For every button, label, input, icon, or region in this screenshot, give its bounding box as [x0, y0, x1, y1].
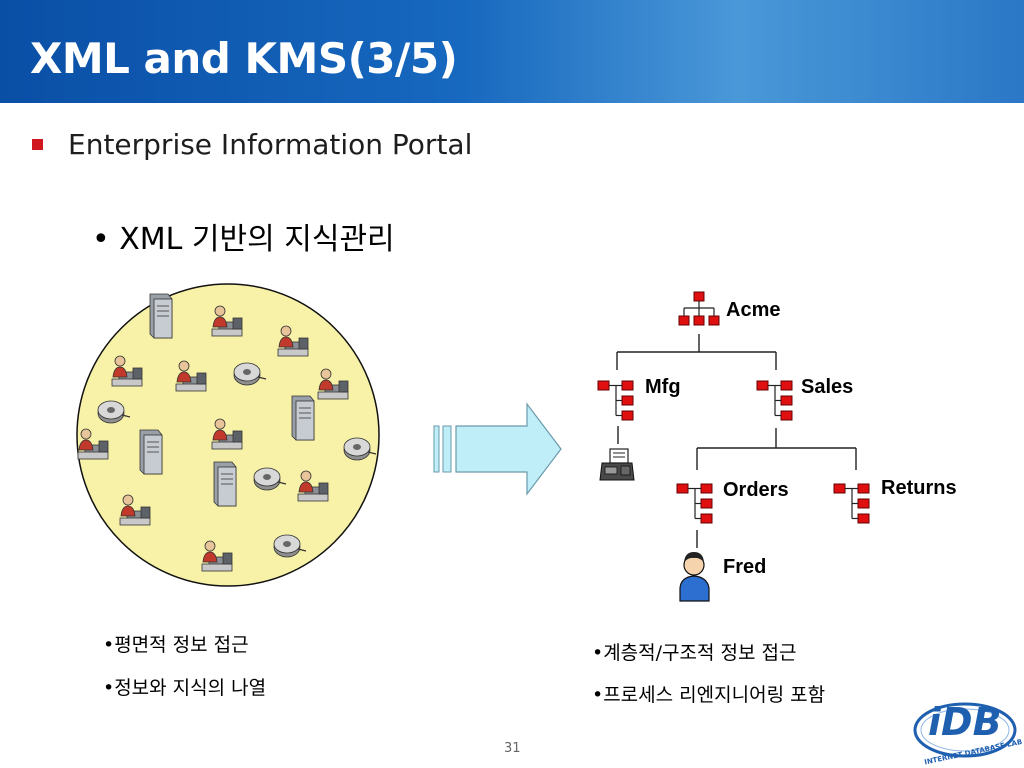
- square-bullet-icon: [32, 139, 43, 150]
- title-bar: XML and KMS(3/5): [0, 0, 1024, 103]
- person-icon: [679, 552, 710, 602]
- server-icon: [139, 429, 163, 475]
- right-note-2: •프로세스 리엔지니어링 포함: [592, 684, 826, 706]
- page-number: 31: [504, 741, 521, 756]
- tree-node-icon: [676, 483, 713, 524]
- server-icon: [213, 461, 237, 507]
- tree-label-fred: Fred: [723, 556, 766, 578]
- tree-node-icon: [756, 380, 793, 421]
- org-chart-icon: [678, 291, 720, 326]
- server-icon: [149, 293, 173, 339]
- tree-label-orders: Orders: [723, 479, 789, 501]
- slide-title: XML and KMS(3/5): [30, 34, 458, 83]
- fax-machine-icon: [599, 448, 635, 481]
- left-note-1: •평면적 정보 접근: [103, 634, 249, 656]
- bullet-level-2: • XML 기반의 지식관리: [92, 222, 395, 257]
- tree-connectors: [616, 334, 857, 548]
- tree-label-sales: Sales: [801, 376, 853, 398]
- right-note-1: •계층적/구조적 정보 접근: [592, 642, 797, 664]
- idb-logo: iDB INTERNET DATABASE LAB: [913, 700, 1023, 766]
- server-icon: [291, 395, 315, 441]
- tree-label-mfg: Mfg: [645, 376, 681, 398]
- left-note-2: •정보와 지식의 나열: [103, 677, 267, 699]
- bullet-level-1: Enterprise Information Portal: [68, 128, 473, 161]
- transform-arrow: [433, 402, 562, 496]
- tree-node-icon: [597, 380, 634, 421]
- tree-node-icon: [833, 483, 870, 524]
- logo-text: iDB: [928, 700, 1002, 744]
- tree-label-root: Acme: [726, 299, 780, 321]
- tree-label-returns: Returns: [881, 477, 957, 499]
